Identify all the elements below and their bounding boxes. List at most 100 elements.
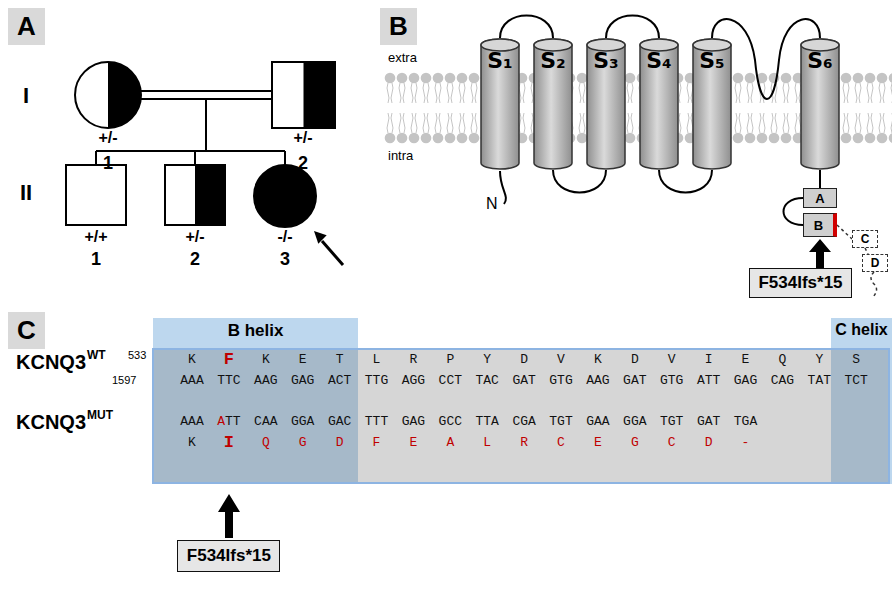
panel-letter-box: B (380, 8, 417, 45)
amino-acid: R (409, 352, 417, 367)
amino-acid: K (188, 435, 196, 450)
codon: CAG (771, 373, 794, 388)
amino-acid: Q (778, 352, 786, 367)
carrier-half (304, 62, 336, 128)
helix-domain-box: A (803, 188, 837, 208)
genotype: +/- (293, 129, 312, 147)
node-label: S₆ (807, 48, 832, 73)
amino-acid: D (631, 352, 639, 367)
amino-acid: C (668, 435, 676, 450)
amino-acid: D (520, 352, 528, 367)
genotype: +/- (98, 129, 117, 147)
amino-acid: E (299, 352, 307, 367)
consanguinity-line (141, 90, 272, 92)
codon: TTC (217, 373, 240, 388)
dotted-linker (837, 225, 852, 239)
codon: CAA (254, 414, 277, 429)
block-arrow (809, 239, 831, 268)
codon: GGA (623, 414, 646, 429)
codon: GGA (291, 414, 314, 429)
peptide-linker (659, 170, 712, 193)
node-label: S₄ (646, 48, 671, 73)
peptide-linker (819, 170, 821, 188)
amino-acid: V (668, 352, 676, 367)
codon: TAT (808, 373, 831, 388)
descent-line (284, 151, 286, 165)
amino-acid: Y (815, 352, 823, 367)
node-label: S₁ (487, 48, 512, 73)
mutated-nucleotide: A (217, 414, 225, 429)
codon: TTA (475, 414, 498, 429)
codon: TGA (734, 414, 757, 429)
transmembrane-helix: S₆ (800, 38, 840, 170)
codon: GAG (402, 414, 425, 429)
allele-superscript: MUT (87, 408, 113, 422)
node-label: B helix (228, 321, 284, 341)
mutation-box: F534Ifs*15 (749, 268, 852, 298)
peptide-linker (500, 16, 553, 39)
amino-acid: T (336, 352, 344, 367)
amino-acid: E (409, 435, 417, 450)
amino-acid: Y (483, 352, 491, 367)
node-label: C (861, 232, 870, 246)
codon: TTG (365, 373, 388, 388)
codon: TAC (475, 373, 498, 388)
codon: GAG (734, 373, 757, 388)
genotype: +/+ (84, 228, 107, 246)
helix-body (801, 39, 839, 169)
helix-body (481, 39, 519, 169)
individual-number: 2 (298, 153, 308, 174)
unaffected-male (66, 165, 126, 225)
amino-acid: P (446, 352, 454, 367)
codon: TGT (549, 414, 572, 429)
panel-letter-box: A (8, 8, 45, 45)
helix-body (534, 39, 572, 169)
amino-acid: - (742, 435, 750, 450)
codon: TCT (844, 373, 867, 388)
amino-acid: A (446, 435, 454, 450)
codon: GAA (586, 414, 609, 429)
amino-acid: V (557, 352, 565, 367)
peptide-linker (553, 170, 606, 193)
amino-acid: R (520, 435, 528, 450)
descent-line (205, 99, 207, 151)
membrane-side: extra (388, 50, 417, 65)
codon: CGA (512, 414, 535, 429)
node-label: C (17, 315, 36, 346)
transmembrane-helix: S₂ (533, 38, 573, 170)
peptide-linker (606, 16, 659, 39)
pedigree (66, 62, 343, 265)
amino-acid: E (594, 435, 602, 450)
codon: GTG (660, 373, 683, 388)
carrier-half (108, 62, 141, 128)
dotted-helix-box: C (852, 230, 878, 248)
node-label: C helix (835, 321, 887, 339)
amino-acid: F (224, 350, 234, 369)
amino-acid: D (705, 435, 713, 450)
c-terminus-tail (871, 272, 877, 298)
codon: ATT (697, 373, 720, 388)
terminus-label: N (486, 195, 498, 213)
amino-acid: K (262, 352, 270, 367)
node-label: D (871, 256, 880, 270)
helix-body (693, 39, 731, 169)
codon-part: TT (225, 414, 241, 429)
residue-number: 533 (128, 349, 146, 361)
membrane-side: intra (388, 148, 413, 163)
sibship-line (96, 150, 285, 152)
codon: GAC (328, 414, 351, 429)
node-label: B (389, 11, 408, 42)
genotype: +/- (185, 228, 204, 246)
generation-label: II (20, 180, 32, 206)
mutation-box: F534Ifs*15 (177, 540, 280, 572)
carrier-male (165, 165, 225, 225)
amino-acid: F (373, 435, 381, 450)
node-label: S₃ (593, 48, 618, 73)
proband-arrow (322, 241, 343, 265)
descent-line (95, 151, 97, 165)
individual-number: 1 (91, 249, 101, 270)
gene-name: KCNQ3 (16, 411, 86, 434)
codon: AAG (254, 373, 277, 388)
transmembrane-helix: S₅ (692, 38, 732, 170)
amino-acid: K (188, 352, 196, 367)
